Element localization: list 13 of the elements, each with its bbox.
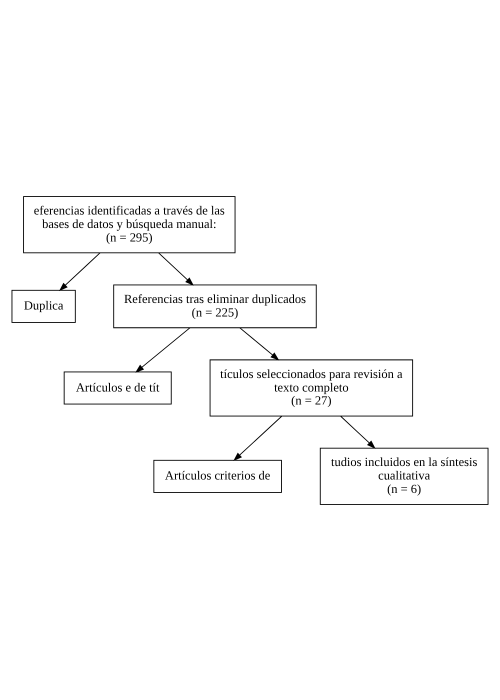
arrow bbox=[233, 415, 282, 460]
node-box: Artículos e de tít bbox=[64, 370, 172, 404]
arrow bbox=[59, 252, 100, 291]
arrow bbox=[239, 326, 280, 360]
node-box: eferencias identificadas a través de las bases de datos y búsqueda manual: (n = 295) bbox=[23, 196, 236, 253]
node-box: Duplica bbox=[12, 289, 76, 322]
node-box: tudios incluidos en la síntesis cualitativa (n = 6) bbox=[320, 447, 488, 504]
node-box: Artículos criterios de bbox=[153, 459, 282, 492]
arrow bbox=[340, 415, 376, 448]
node-box: Referencias tras eliminar duplicados (n = 225) bbox=[113, 284, 317, 328]
arrow bbox=[158, 252, 194, 286]
node-box: tículos seleccionados para revisión a texto completo (n = 27) bbox=[210, 358, 414, 416]
arrow bbox=[135, 326, 190, 372]
